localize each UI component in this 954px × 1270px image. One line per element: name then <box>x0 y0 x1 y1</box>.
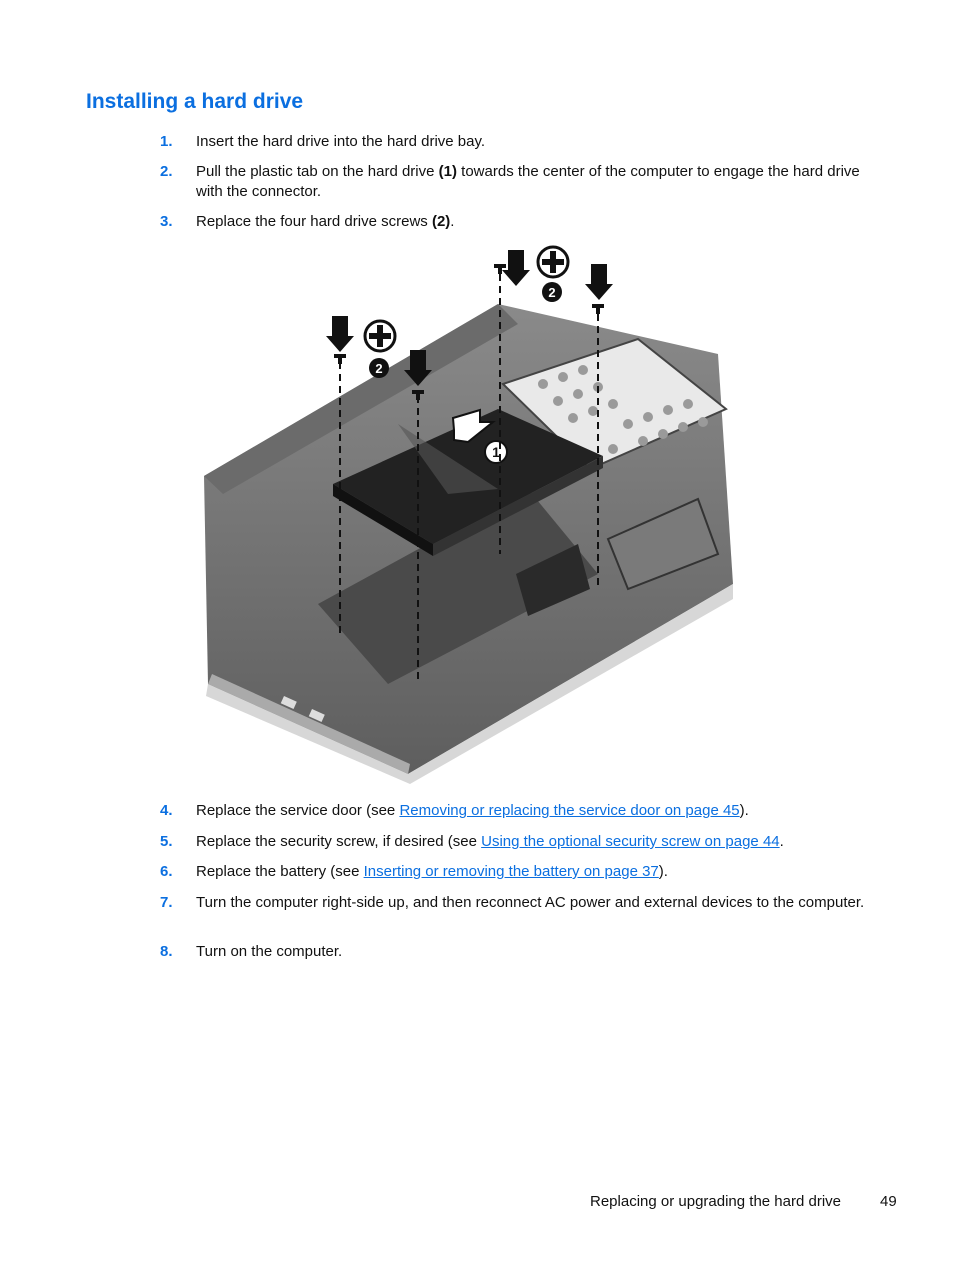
step-number: 3. <box>160 213 173 230</box>
step-text-part: . <box>450 213 455 230</box>
page-number: 49 <box>880 1193 897 1210</box>
hard-drive <box>333 409 603 556</box>
step-number: 1. <box>160 133 173 150</box>
step-text-part: ). <box>658 863 668 880</box>
laptop-base <box>204 304 733 784</box>
svg-text:2: 2 <box>548 285 555 300</box>
callout-ref: (2) <box>431 213 451 230</box>
step-text: Replace the four hard drive screws (2). <box>196 212 876 232</box>
screw-icons <box>334 264 604 400</box>
step-number: 7. <box>160 894 173 911</box>
step-text: Replace the service door (see Removing o… <box>196 801 876 821</box>
step-text: Pull the plastic tab on the hard drive (… <box>196 162 876 202</box>
step-number: 5. <box>160 833 173 850</box>
step-text: Replace the battery (see Inserting or re… <box>196 862 876 882</box>
step-text-part: . <box>779 833 784 850</box>
screw-guide-lines <box>339 274 599 684</box>
step-text-part: Replace the four hard drive screws <box>196 213 432 230</box>
callout-1: 1 <box>484 440 508 464</box>
hard-drive-illustration: 1 <box>198 244 738 784</box>
security-screw-link[interactable]: Using the optional security screw on pag… <box>481 833 780 850</box>
memory-holes <box>538 365 708 454</box>
step-text-part: ). <box>739 802 749 819</box>
down-arrow-icons <box>326 250 613 386</box>
page-title: Installing a hard drive <box>86 90 304 113</box>
step-text: Turn on the computer. <box>196 943 343 960</box>
step-text-part: Replace the security screw, if desired (… <box>196 833 482 850</box>
step-text-part: towards the center of the computer to en… <box>196 163 860 200</box>
footer-section-title: Replacing or upgrading the hard drive <box>590 1193 841 1210</box>
svg-text:1: 1 <box>492 444 500 460</box>
step-text: Replace the security screw, if desired (… <box>196 832 876 852</box>
service-door-link[interactable]: Removing or replacing the service door o… <box>399 802 740 819</box>
step-text-part: Replace the service door (see <box>196 802 400 819</box>
pull-tab-arrow-icon <box>451 408 496 444</box>
callout-ref: (1) <box>438 163 457 180</box>
step-number: 6. <box>160 863 173 880</box>
step-text: Turn the computer right-side up, and the… <box>196 894 865 911</box>
svg-text:2: 2 <box>375 361 382 376</box>
step-text: Insert the hard drive into the hard driv… <box>196 133 486 150</box>
battery-link[interactable]: Inserting or removing the battery on pag… <box>363 863 659 880</box>
step-number: 2. <box>160 163 173 180</box>
callout-2: 2 2 <box>369 282 562 378</box>
step-number: 8. <box>160 943 173 960</box>
step-number: 4. <box>160 802 173 819</box>
phillips-screwdriver-icon <box>363 245 570 353</box>
step-text-part: Replace the battery (see <box>196 863 364 880</box>
step-text-part: Pull the plastic tab on the hard drive <box>196 163 439 180</box>
